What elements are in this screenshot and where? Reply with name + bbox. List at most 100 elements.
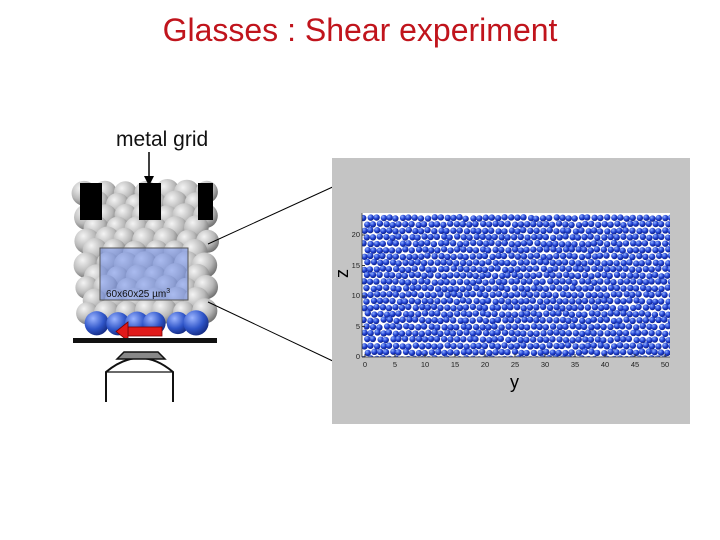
particle [437, 214, 445, 221]
particle [632, 247, 640, 254]
particle [376, 348, 384, 356]
particle [517, 259, 525, 266]
particle [633, 297, 640, 304]
particle [658, 273, 665, 280]
particle [517, 221, 525, 228]
particle [398, 304, 406, 312]
particle [559, 278, 566, 285]
particle [559, 316, 567, 324]
particle [633, 324, 640, 331]
particle [562, 337, 570, 344]
particle [505, 247, 512, 254]
particle [491, 336, 499, 343]
particle [507, 266, 515, 274]
particle [399, 343, 406, 350]
particle [420, 259, 428, 267]
particle [511, 311, 519, 318]
particle [636, 227, 643, 235]
particle [369, 221, 377, 228]
particle [587, 247, 594, 254]
particle [389, 259, 397, 266]
particle [462, 304, 470, 311]
particle [460, 234, 467, 241]
particle [411, 290, 418, 298]
particle [523, 361, 529, 367]
particle [408, 323, 415, 331]
particle [444, 342, 451, 349]
particle [613, 322, 621, 330]
particle [549, 310, 557, 317]
particle [462, 253, 469, 261]
particle [553, 228, 560, 235]
particle [492, 246, 499, 254]
particle [542, 233, 550, 241]
particle [558, 241, 566, 248]
particle [438, 227, 445, 235]
particle [431, 227, 438, 235]
particle [562, 349, 569, 357]
particle [511, 298, 519, 305]
particle [463, 279, 471, 286]
particle [641, 240, 649, 247]
particle [364, 335, 371, 343]
particle [362, 305, 368, 312]
particle [491, 233, 498, 241]
particle [565, 291, 572, 299]
particle [466, 271, 473, 279]
particle [434, 298, 441, 305]
particle [415, 246, 423, 253]
particle [661, 252, 668, 260]
particle [428, 349, 436, 356]
particle [632, 285, 640, 292]
particle [450, 279, 457, 286]
particle [623, 215, 630, 222]
particle [501, 342, 508, 349]
particle [585, 317, 592, 325]
particle [556, 323, 564, 331]
particle [585, 278, 592, 285]
particle [530, 361, 536, 367]
particle [518, 349, 525, 357]
particle [418, 330, 426, 338]
particle [367, 252, 374, 260]
particle [616, 241, 623, 248]
particle [371, 348, 378, 356]
particle [379, 252, 386, 260]
particle [555, 220, 563, 227]
particle [626, 297, 633, 304]
particle [582, 220, 589, 228]
x-tick-label: 45 [630, 360, 640, 369]
particle [565, 330, 573, 337]
particle [511, 348, 519, 355]
particle [678, 285, 684, 291]
particle [492, 259, 500, 267]
particle [453, 349, 460, 356]
particle [646, 273, 653, 280]
particle [511, 271, 518, 279]
particle [514, 330, 521, 337]
particle [373, 278, 380, 285]
particle [482, 279, 489, 286]
particle [625, 335, 633, 343]
particle [559, 214, 566, 222]
x-tick-label: 40 [600, 360, 610, 369]
particle [441, 285, 448, 293]
particle [383, 323, 391, 330]
particle [542, 324, 550, 331]
x-tick-label: 5 [392, 360, 398, 369]
particle [555, 247, 563, 254]
particle [674, 252, 680, 258]
particle [542, 259, 550, 266]
particle [441, 349, 448, 357]
particle [434, 324, 441, 331]
particle [363, 323, 370, 330]
particle [505, 298, 512, 305]
particle [453, 298, 460, 306]
particle [590, 227, 598, 234]
particle [450, 227, 457, 234]
particle [556, 272, 563, 279]
particle [440, 221, 447, 229]
particle [415, 335, 423, 343]
particle [579, 317, 586, 325]
particle [607, 284, 615, 292]
